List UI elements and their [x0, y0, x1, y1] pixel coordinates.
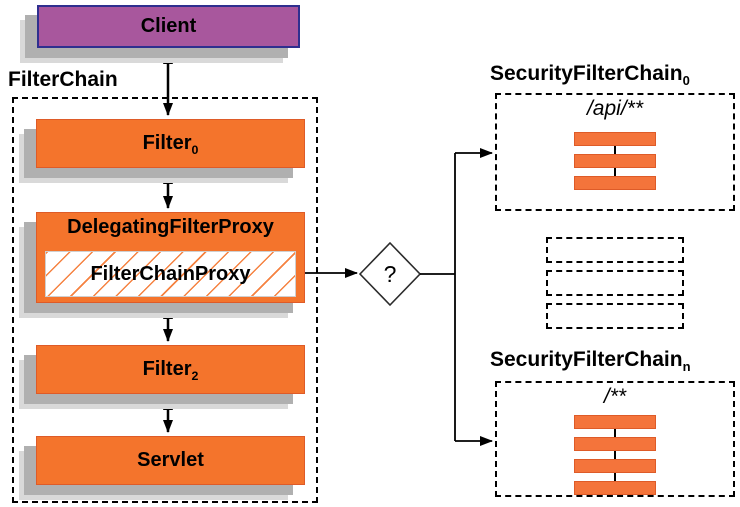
security-filter-chain-n-box: /**	[495, 381, 735, 497]
placeholder-chain-box	[546, 270, 684, 296]
security-filter-chain-n-title: SecurityFilterChainn	[490, 348, 691, 375]
filter-chain-proxy-box: FilterChainProxy	[45, 251, 296, 297]
decision-diamond	[358, 241, 422, 307]
security-filter-chain-0-title: SecurityFilterChain0	[490, 62, 690, 89]
bar-connector	[614, 146, 616, 154]
filter0-label-sub: 0	[191, 143, 199, 157]
security-filter-chain-0-box: /api/**	[495, 93, 735, 211]
security-filter-chain-0-title-base: SecurityFilterChain	[490, 62, 683, 85]
filter0-box: Filter0	[36, 119, 305, 168]
servlet-label: Servlet	[137, 449, 204, 471]
filter2-box: Filter2	[36, 345, 305, 394]
filterchain-label: FilterChain	[8, 68, 118, 91]
security-filter-chain-n-title-sub: n	[682, 359, 691, 375]
placeholder-chain-box	[546, 303, 684, 329]
url-pattern-root: /**	[603, 385, 627, 408]
filter-bar	[574, 176, 656, 190]
bar-connector	[614, 429, 616, 437]
placeholder-chain-box	[546, 237, 684, 263]
delegating-filter-proxy-label: DelegatingFilterProxy	[67, 216, 274, 238]
security-filter-chain-n-title-base: SecurityFilterChain	[490, 348, 683, 371]
filter2-label-sub: 2	[191, 369, 199, 383]
servlet-box: Servlet	[36, 436, 305, 485]
bar-connector	[614, 473, 616, 481]
client-box: Client	[37, 5, 300, 48]
bar-connector	[614, 168, 616, 176]
filter-bar-stack-bottom	[574, 415, 656, 495]
decision-question-mark: ?	[384, 261, 397, 287]
filter-bar	[574, 154, 656, 168]
filter-bar	[574, 415, 656, 429]
bar-connector	[614, 451, 616, 459]
delegating-filter-proxy-box: DelegatingFilterProxy FilterChainProxy	[36, 212, 305, 303]
ellipsis-placeholder-stack	[546, 237, 684, 329]
url-pattern-api: /api/**	[586, 97, 644, 120]
security-filter-chain-0-title-sub: 0	[682, 73, 690, 89]
filter2-label: Filter2	[142, 358, 199, 383]
filter-bar	[574, 481, 656, 495]
filterchain-container	[12, 97, 318, 503]
filter-chain-proxy-label: FilterChainProxy	[90, 262, 251, 285]
filter-bar-stack-top	[574, 132, 656, 190]
filter0-label: Filter0	[142, 132, 199, 157]
client-label: Client	[140, 15, 197, 37]
filter0-label-base: Filter	[142, 132, 192, 154]
filter-bar	[574, 437, 656, 451]
filter-bar	[574, 459, 656, 473]
filter2-label-base: Filter	[142, 358, 192, 380]
filter-bar	[574, 132, 656, 146]
